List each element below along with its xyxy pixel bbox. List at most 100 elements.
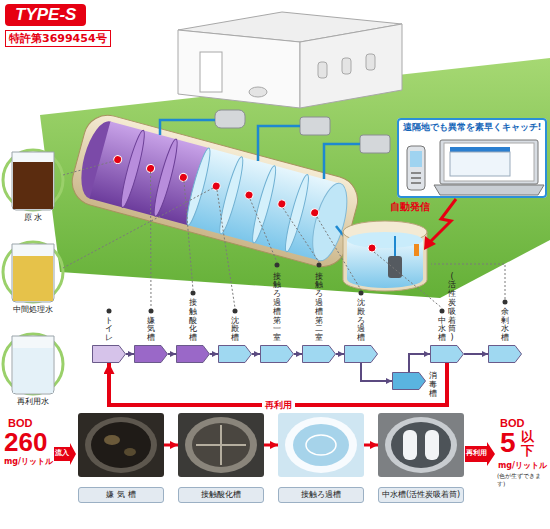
tank-step-arrow xyxy=(261,346,294,363)
callout-panel xyxy=(444,143,534,181)
tank-photos xyxy=(278,413,364,477)
tank-step-arrow xyxy=(218,345,252,363)
blower-units xyxy=(215,110,245,128)
photo-panel: 嫌 気 槽 xyxy=(78,413,164,503)
process-step: 接触ろ過槽第二室 xyxy=(302,273,336,363)
tank-photos xyxy=(78,413,464,477)
flow-connector xyxy=(164,444,178,447)
callout-panel xyxy=(397,118,547,198)
building xyxy=(200,52,222,92)
beaker-label: 原 水 xyxy=(8,213,58,223)
leader-lines xyxy=(150,172,152,308)
tank-label: 接触酸化槽 xyxy=(189,299,197,343)
water-beakers xyxy=(12,244,54,302)
callout-panel xyxy=(407,146,425,190)
flow-connector xyxy=(126,353,134,355)
tank-photos xyxy=(78,413,164,477)
alarm-signal xyxy=(430,199,456,242)
process-step: 嫌気槽 xyxy=(134,317,168,363)
tank-step-arrow xyxy=(431,346,464,363)
process-step: 接触酸化槽 xyxy=(176,299,210,363)
leader-lines xyxy=(283,208,319,262)
arrow-label: 再利用 xyxy=(466,449,487,457)
building xyxy=(300,24,402,108)
leader-dots xyxy=(149,309,154,314)
tank-label: 中水槽 xyxy=(438,317,446,343)
photo-caption: 中水槽(活性炭吸着筒) xyxy=(378,487,464,503)
tank-photos xyxy=(293,424,349,466)
photo-caption: 接触酸化槽 xyxy=(178,487,264,503)
tank-step-arrow xyxy=(260,345,294,363)
callout-title: 遠隔地でも異常を素早くキャッチ! xyxy=(401,122,543,133)
tank-label: 沈殿槽 xyxy=(231,317,239,343)
tank-label: 接触ろ過槽第二室 xyxy=(315,273,323,343)
tank-step-arrow xyxy=(176,345,210,363)
photo-panel: 中水槽(活性炭吸着筒) xyxy=(378,413,464,503)
tank-step-arrow xyxy=(218,345,252,363)
main-tank xyxy=(146,164,156,174)
bod-unit: mg/リットル xyxy=(4,457,53,467)
water-beakers xyxy=(3,334,63,394)
leader-lines xyxy=(63,161,114,175)
leader-lines xyxy=(431,264,505,299)
beaker-label: 再利用水 xyxy=(2,397,64,407)
process-step: 沈殿ろ過槽 xyxy=(344,299,378,363)
tank-step-arrow xyxy=(260,345,294,363)
bod-value: 260 xyxy=(4,429,47,455)
tank-label: 消毒槽 xyxy=(429,372,437,398)
building xyxy=(318,62,327,78)
tank-photos xyxy=(185,417,257,473)
water-beakers xyxy=(13,162,53,209)
leader-lines xyxy=(63,161,505,308)
tank-step-arrow xyxy=(430,345,464,363)
main-tank xyxy=(67,110,363,272)
tank-label: 接触ろ過槽第一室 xyxy=(273,273,281,343)
flow-connector xyxy=(336,353,344,355)
beaker-label: 中間処理水 xyxy=(2,305,64,315)
leader-dots xyxy=(107,263,508,314)
callout-panel xyxy=(450,152,510,176)
tank-photos xyxy=(306,435,336,455)
tank-step-arrow xyxy=(92,345,126,363)
main-tank xyxy=(216,156,246,236)
tank-step-arrow xyxy=(302,345,336,363)
tank-step-arrow xyxy=(135,346,168,363)
callout-panel xyxy=(411,177,421,179)
building xyxy=(178,30,300,108)
footnote: (色が生ずできます) xyxy=(497,472,549,487)
tank-step-arrow xyxy=(393,373,426,390)
bod-unit: mg/リットル xyxy=(498,461,547,471)
water-beakers xyxy=(3,150,63,210)
tank-photos xyxy=(285,417,357,473)
leader-dots xyxy=(359,291,364,296)
process-step: 接触ろ過槽第一室 xyxy=(260,273,294,363)
tank-step-arrow xyxy=(134,345,168,363)
building xyxy=(178,12,402,108)
photo-caption: 嫌 気 槽 xyxy=(78,487,164,503)
blower-units xyxy=(215,110,390,153)
air-pipes xyxy=(258,126,300,161)
tank-step-arrow xyxy=(219,346,252,363)
tank-step-arrow xyxy=(176,345,210,363)
tank-step-arrow xyxy=(489,346,522,363)
connector-label: 再利用 xyxy=(262,400,295,411)
tank-step-arrow xyxy=(430,345,464,363)
callout-panel xyxy=(411,182,421,184)
tank-photos xyxy=(403,430,417,460)
signal-note: 自動発信 xyxy=(390,201,430,213)
second-tank xyxy=(343,232,427,291)
flow-connector xyxy=(168,353,176,355)
callout-panel xyxy=(397,118,547,198)
leader-lines xyxy=(184,181,193,290)
tank-step-arrow xyxy=(392,372,426,390)
blower-units xyxy=(300,117,330,135)
water-beakers xyxy=(13,256,53,301)
main-tank xyxy=(310,208,320,218)
leader-lines xyxy=(217,190,235,308)
flow-connector xyxy=(210,353,218,355)
tank-step-arrow xyxy=(345,346,378,363)
tank-photos xyxy=(385,417,457,473)
tank-photos xyxy=(378,413,464,477)
arrow-label: 流入 xyxy=(55,449,69,457)
process-step: トイレ xyxy=(92,317,126,363)
